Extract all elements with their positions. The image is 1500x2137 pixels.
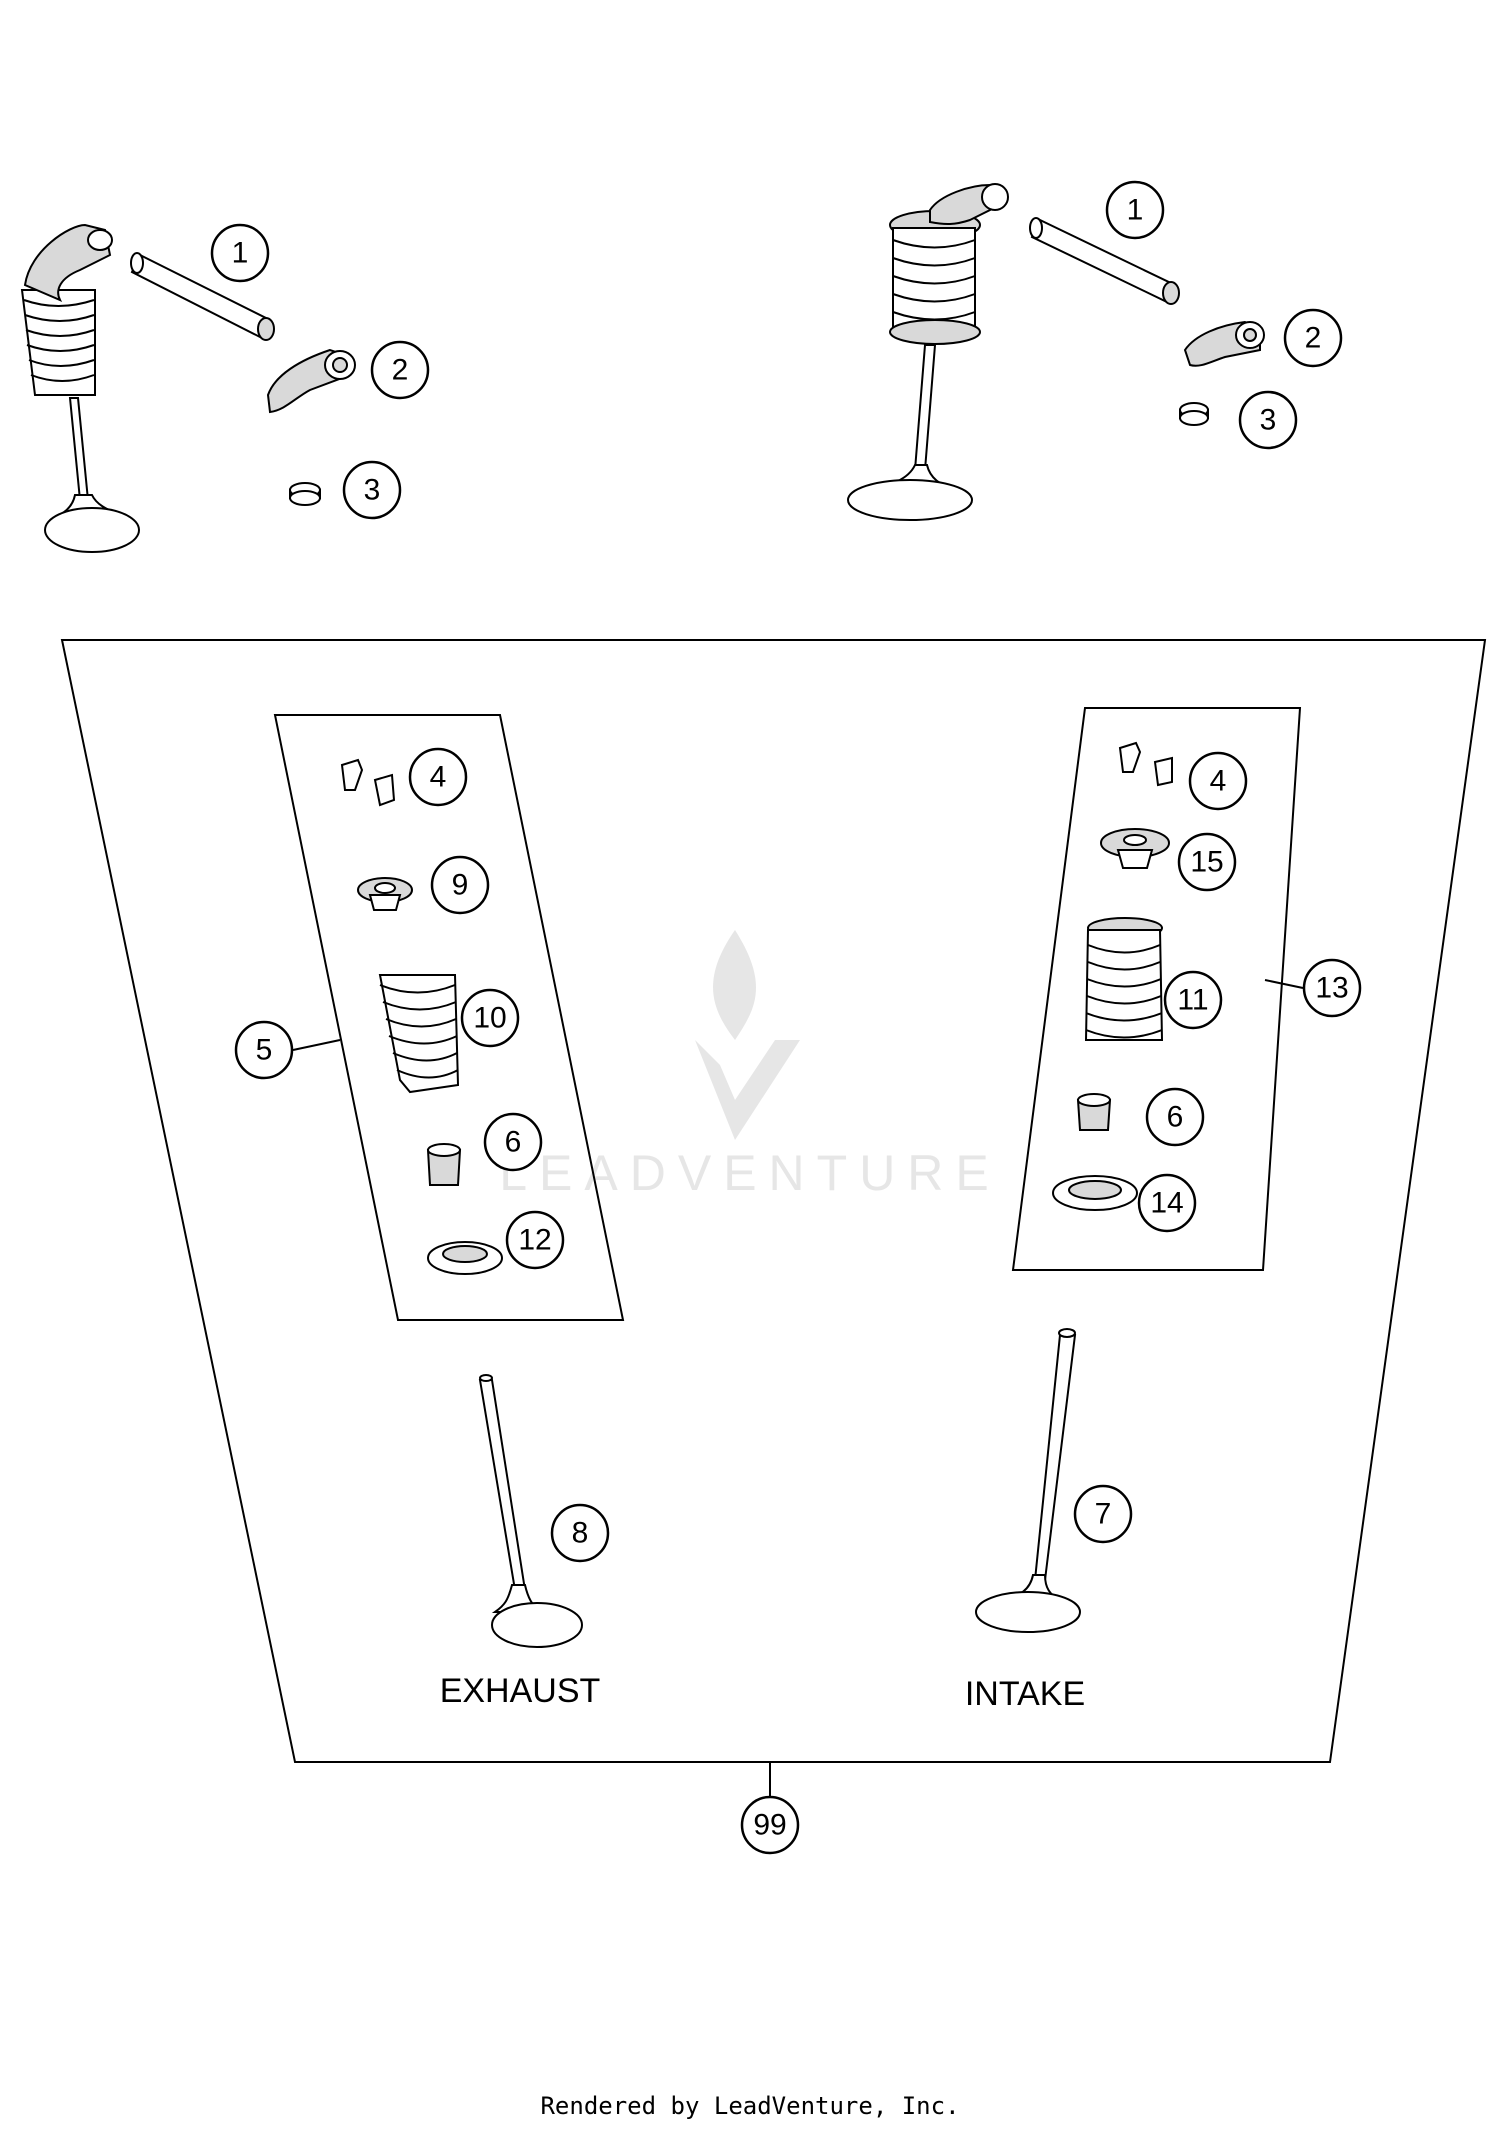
callout-13[interactable]: 13 [1302,958,1362,1018]
svg-text:1: 1 [1127,194,1144,227]
svg-text:12: 12 [518,1224,551,1257]
callout-6-exhaust[interactable]: 6 [483,1112,543,1172]
exhaust-valve-installed-stem [68,397,90,501]
intake-subkit-outline [1011,707,1302,1271]
svg-text:6: 6 [505,1126,522,1159]
callout-99[interactable]: 99 [740,1795,800,1855]
spring-seat-exhaust [427,1241,503,1275]
svg-text:9: 9 [452,869,469,902]
svg-text:1: 1 [232,237,249,270]
exhaust-valve-spring-assembled [20,289,96,396]
svg-text:4: 4 [1210,765,1227,798]
valve-spring-exhaust [378,974,460,1094]
callout-8[interactable]: 8 [550,1503,610,1563]
valve-shim-right [1179,402,1209,426]
svg-text:6: 6 [1167,1101,1184,1134]
intake-valve-installed-stem [913,344,937,471]
flame-icon [713,930,756,1040]
valve-keepers-intake [1118,741,1173,787]
callout-12[interactable]: 12 [505,1210,565,1270]
svg-text:15: 15 [1190,846,1223,879]
intake-label: INTAKE [965,1675,1085,1713]
svg-text:2: 2 [392,354,409,387]
callout-3-left[interactable]: 3 [342,460,402,520]
valve-shim-left [289,482,321,506]
callout-9[interactable]: 9 [430,855,490,915]
callout-1-left[interactable]: 1 [210,223,270,283]
exhaust-subkit-outline [273,714,625,1321]
intake-rocker-assembly [847,183,1265,521]
callout-11[interactable]: 11 [1163,970,1223,1030]
callout-14[interactable]: 14 [1137,1173,1197,1233]
exhaust-label: EXHAUST [440,1672,601,1710]
callout-3-right[interactable]: 3 [1238,390,1298,450]
callout-4-exhaust[interactable]: 4 [408,747,468,807]
intake-valve-spring-assembled [889,210,981,345]
svg-text:2: 2 [1305,322,1322,355]
valve-spring-intake [1084,917,1164,1041]
footer-credit: Rendered by LeadVenture, Inc. [540,2092,960,2120]
valve-stem-seal-intake [1076,1093,1112,1131]
valve-stem-seal-exhaust [426,1143,462,1186]
intake-valve-installed-head [847,479,973,521]
intake-valve [975,1328,1081,1633]
callout-2-right[interactable]: 2 [1283,308,1343,368]
watermark-text: LEADVENTURE [499,1145,1001,1201]
spring-retainer-intake [1100,828,1170,869]
spring-retainer-exhaust [357,877,413,911]
rocker-arm-right [1183,320,1265,367]
callout-4-intake[interactable]: 4 [1188,751,1248,811]
rocker-arm-left [266,348,356,414]
svg-text:10: 10 [473,1002,506,1035]
callout-6-intake[interactable]: 6 [1145,1087,1205,1147]
rocker-shaft-right [1029,217,1180,305]
svg-text:14: 14 [1150,1187,1183,1220]
callout-15[interactable]: 15 [1177,832,1237,892]
svg-text:11: 11 [1177,984,1208,1017]
spring-seat-intake [1052,1175,1138,1211]
exhaust-valve-head [491,1602,583,1648]
leadventure-watermark: LEADVENTURE [499,930,1001,1201]
rocker-shaft-left [130,252,275,341]
exhaust-subkit-leader [292,1039,341,1051]
callout-5[interactable]: 5 [234,1020,294,1080]
callout-7[interactable]: 7 [1073,1484,1133,1544]
exhaust-valve-installed-head [44,507,140,553]
v-logo-icon [695,1040,800,1140]
svg-text:4: 4 [430,761,447,794]
callout-2-left[interactable]: 2 [370,340,430,400]
svg-text:5: 5 [256,1034,273,1067]
svg-text:3: 3 [1260,404,1277,437]
svg-text:7: 7 [1095,1498,1112,1531]
intake-valve-head [975,1591,1081,1633]
valve-keepers-exhaust [340,758,396,807]
callout-10[interactable]: 10 [460,988,520,1048]
exhaust-valve [478,1374,583,1648]
exhaust-rocker-assembly [20,223,356,553]
kit-outline [60,639,1487,1763]
svg-text:3: 3 [364,474,381,507]
intake-subkit-leader [1264,979,1304,989]
svg-text:8: 8 [572,1517,589,1550]
callout-1-right[interactable]: 1 [1105,180,1165,240]
svg-text:13: 13 [1315,972,1348,1005]
svg-text:99: 99 [753,1809,786,1842]
